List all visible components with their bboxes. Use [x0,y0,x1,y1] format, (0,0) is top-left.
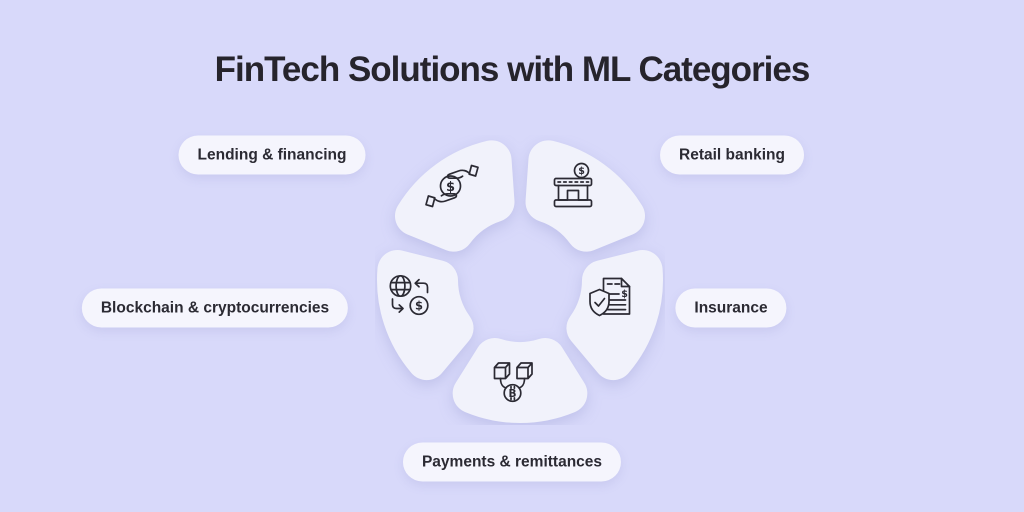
svg-text:$: $ [415,299,423,313]
svg-text:$: $ [621,289,628,300]
shield-document-icon: $ [586,273,636,323]
label-pill-lending: Lending & financing [178,135,366,175]
globe-exchange-icon: $ [386,272,434,320]
svg-text:$: $ [446,180,455,195]
hand-coin-icon: $ [424,161,480,211]
label-pill-payments: Payments & remittances [402,442,622,482]
bank-icon: $ [547,161,599,213]
label-pill-retail-banking: Retail banking [660,135,804,175]
svg-text:$: $ [578,166,585,177]
page-title: FinTech Solutions with ML Categories [214,50,811,89]
label-pill-blockchain: Blockchain & cryptocurrencies [81,288,349,328]
label-pill-insurance: Insurance [675,288,787,328]
svg-text:B: B [508,388,516,400]
blockchain-bitcoin-icon: B [489,357,537,405]
